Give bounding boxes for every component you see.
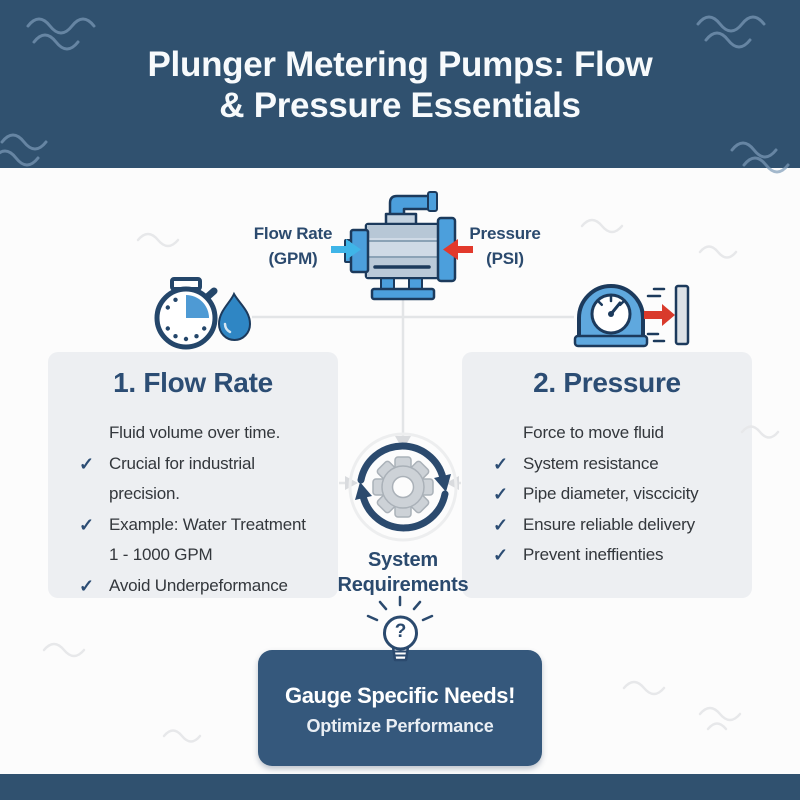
check-icon: ✓: [79, 514, 94, 535]
check-spacer: [76, 418, 109, 449]
cta-title: Gauge Specific Needs!: [284, 683, 515, 708]
pressure-card-title: 2. Pressure: [533, 367, 681, 398]
check-icon: ✓: [493, 545, 508, 565]
check-icon: ✓: [493, 484, 508, 504]
cta-box: [258, 650, 542, 766]
flow-card-title: 1. Flow Rate: [113, 367, 273, 398]
check-icon: ✓: [493, 453, 508, 474]
flow-rate-card: 1. Flow Rate Fluid volume over time. ✓Cr…: [48, 352, 338, 598]
pump-icon: [344, 191, 457, 301]
header-banner: [0, 0, 800, 168]
list-item: ✓Ensure reliable delivery: [490, 510, 738, 541]
left-arrow-icon: [446, 476, 459, 490]
page-title-line2: & Pressure Essentials: [219, 86, 581, 125]
list-item: ✓Prevent ineffienties: [490, 540, 738, 571]
check-spacer: [490, 418, 523, 449]
page-title-line1: Plunger Metering Pumps: Flow: [147, 45, 653, 84]
cta-subtitle: Optimize Performance: [306, 716, 494, 736]
pressure-card-intro: Force to move fluid: [490, 418, 738, 449]
down-arrow-icon: [395, 436, 411, 450]
gauge-icon: [573, 284, 690, 348]
pressure-label: Pressure (PSI): [469, 224, 541, 268]
check-icon: ✓: [79, 575, 94, 596]
list-item: ✓Example: Water Treatment 1 - 1000 GPM: [76, 510, 324, 571]
list-item: ✓System resistance: [490, 449, 738, 480]
droplet-icon: [217, 291, 252, 342]
flow-rate-label: Flow Rate (GPM): [253, 224, 333, 268]
right-arrow-icon: [345, 476, 358, 490]
page-title: Plunger Metering Pumps: Flow & Pressure …: [0, 44, 800, 126]
cta-text: Gauge Specific Needs! Optimize Performan…: [258, 650, 542, 737]
stopwatch-icon: [154, 277, 218, 350]
check-icon: ✓: [79, 453, 94, 474]
list-item: ✓Crucial for industrial precision.: [76, 449, 324, 510]
question-mark: ?: [394, 621, 407, 642]
flow-card-list: Fluid volume over time. ✓Crucial for ind…: [76, 418, 324, 601]
check-icon: ✓: [493, 514, 508, 535]
gear-cycle-icon: [348, 432, 458, 542]
pressure-card-list: Force to move fluid ✓System resistance ✓…: [490, 418, 738, 571]
pressure-card: 2. Pressure Force to move fluid ✓System …: [462, 352, 752, 598]
list-item: ✓Avoid Underpeformance: [76, 571, 324, 602]
flow-card-intro: Fluid volume over time.: [76, 418, 324, 449]
list-item: ✓Pipe diameter, visccicity: [490, 479, 738, 510]
system-requirements-label: System Requirements: [337, 549, 469, 596]
footer-band: [0, 774, 800, 800]
